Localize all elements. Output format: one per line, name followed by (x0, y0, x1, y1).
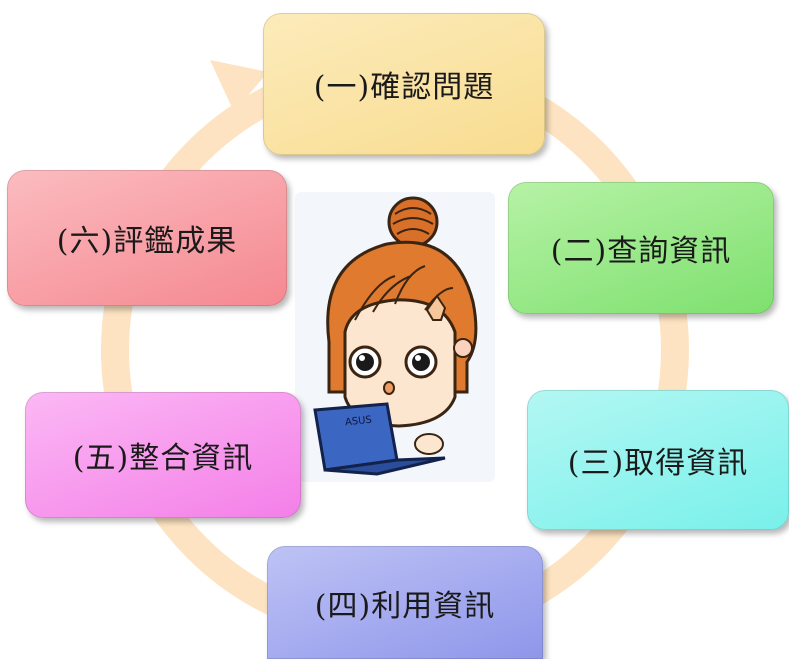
stage-6-box: (六)評鑑成果 (7, 170, 287, 306)
stage-6-label: (六)評鑑成果 (56, 224, 238, 259)
stage-5-label: (五)整合資訊 (72, 441, 254, 476)
girl-with-laptop-icon (313, 196, 478, 476)
illustration-panel: ASUS (295, 192, 495, 482)
stage-5-box: (五)整合資訊 (25, 392, 301, 518)
stage-4-box: (四)利用資訊 (267, 546, 543, 659)
stage-3-box: (三)取得資訊 (527, 390, 789, 530)
stage-1-label: (一)確認問題 (313, 70, 495, 105)
stage-3-label: (三)取得資訊 (567, 446, 749, 481)
cycle-arrowhead-icon (210, 60, 268, 112)
stage-2-label: (二)查詢資訊 (550, 234, 732, 269)
stage-4-label: (四)利用資訊 (314, 588, 496, 624)
stage-1-box: (一)確認問題 (263, 13, 545, 155)
stage-2-box: (二)查詢資訊 (508, 182, 774, 314)
